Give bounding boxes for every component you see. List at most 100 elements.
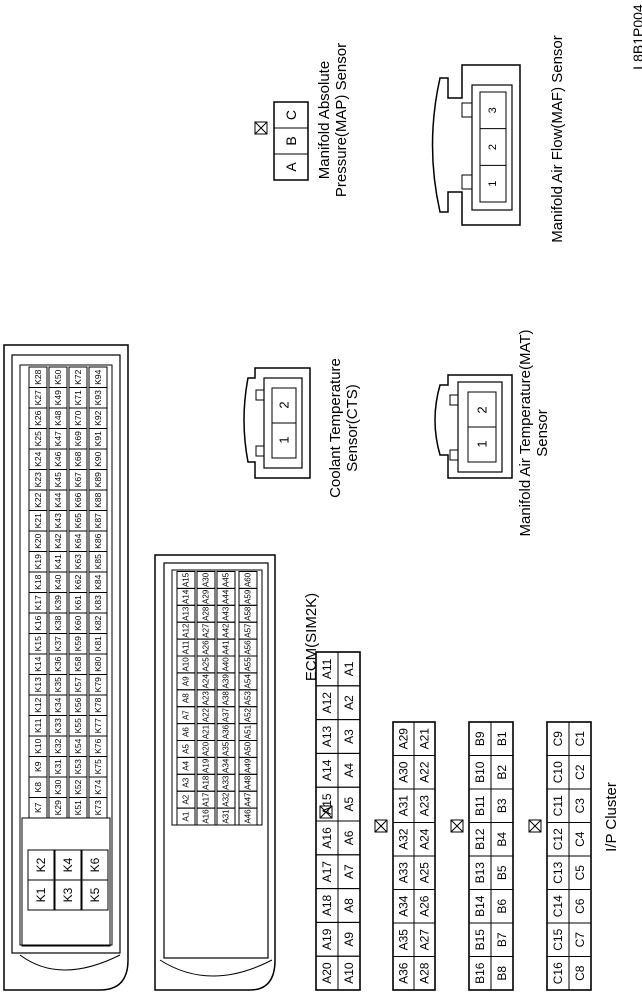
ecm-k-pin-label: K21 [33, 513, 43, 528]
ecm-a-pin-label: A33 [222, 775, 231, 790]
ecm-k-pin-label: K42 [53, 533, 63, 548]
connector-c-pin-label: C5 [573, 865, 587, 881]
connector-c-pin-label: C1 [573, 731, 587, 747]
ecm-a-pin-label: A6 [182, 727, 191, 737]
ecm-k-frame [11, 354, 121, 954]
connector-c-lock-mark-box [528, 819, 542, 833]
ecm-k-pin-label: K57 [73, 677, 83, 692]
ecm-a-pin-label: A16 [202, 809, 211, 824]
ecm-k-big-pin-label: K4 [61, 857, 75, 872]
ecm-k-pin-label: K44 [53, 492, 63, 507]
ecm-a-pin-label: A31 [222, 809, 231, 824]
ecm-k-housing [3, 344, 129, 991]
ecm-k-pin-label: K34 [53, 697, 63, 712]
ecm-k-pin-label: K75 [93, 759, 103, 774]
ecm-a-pin-label: A55 [244, 657, 253, 672]
ecm-k-pin-label: K82 [93, 615, 103, 630]
ecm-a-pin-label: A26 [202, 640, 211, 655]
ecm-k-pin-label: K66 [73, 492, 83, 507]
map-sensor-label: Manifold Absolute Pressure(MAP) Sensor [316, 40, 352, 200]
ecm-a-cell [196, 571, 216, 589]
map-lock-mark [254, 121, 268, 135]
ecm-k-pin-label: K25 [33, 431, 43, 446]
connector-a2-pin-label: A27 [418, 929, 432, 951]
mat-sensor-label-line1: Manifold Air Temperature(MAT) [517, 329, 534, 537]
ecm-k-pin-label: K9 [33, 761, 43, 772]
connector-a-lock-mark-box [319, 805, 333, 819]
ecm-a-pin-label: A9 [182, 676, 191, 686]
ecm-k-pin-label: K37 [53, 636, 63, 651]
connector-b-lock-mark [450, 819, 464, 833]
ecm-a-foot [159, 959, 273, 977]
connector-a-pin-label: A5 [342, 796, 356, 811]
ecm-a-pin-label: A20 [202, 741, 211, 756]
ecm-a-pin-label: A52 [244, 707, 253, 722]
connector-c-outline [546, 721, 592, 991]
ecm-a-pin-label: A51 [244, 724, 253, 739]
connector-a2-pin-label: A28 [418, 962, 432, 984]
ecm-a-pin-label: A60 [244, 572, 253, 587]
map-pin-label: C [283, 110, 299, 120]
connector-a2-pin-label: A23 [418, 795, 432, 817]
ecm-k-pin-label: K39 [53, 595, 63, 610]
ecm-a-pin-label: A39 [222, 674, 231, 689]
ecm-k-big-pin-label: K2 [34, 857, 48, 872]
ecm-k-pin-label: K30 [53, 779, 63, 794]
ecm-k-pin-label: K26 [33, 410, 43, 425]
ecm-k-pin-label: K78 [93, 697, 103, 712]
ecm-a-pin-label: A4 [182, 760, 191, 770]
ecm-a-pin-label: A57 [244, 623, 253, 638]
maf-pin-block [479, 91, 507, 203]
connector-a2-lock-mark [374, 819, 388, 833]
ecm-k-pin-label: K91 [93, 431, 103, 446]
ecm-k-pin-label: K90 [93, 451, 103, 466]
ecm-a-pin-label: A45 [222, 572, 231, 587]
connector-a2-pin-label: A21 [418, 728, 432, 750]
connector-b-pin-label: B6 [495, 899, 509, 914]
connector-c-pin-label: C11 [551, 795, 565, 816]
ecm-k-pin-label: K47 [53, 431, 63, 446]
mat-pin-label: 2 [475, 406, 490, 413]
ecm-a-pin-label: A29 [202, 589, 211, 604]
cts-latch-bottom [255, 445, 265, 457]
connector-b-pin-label: B11 [473, 795, 487, 816]
ecm-k-big-pin-label: K1 [34, 887, 48, 902]
ecm-a-pin-label: A2 [182, 794, 191, 804]
ecm-k-pin-label: K51 [73, 800, 83, 815]
ecm-a-pin-label: A35 [222, 741, 231, 756]
cts-pin-label: 1 [277, 436, 292, 443]
ecm-a-pin-label: A41 [222, 640, 231, 655]
ecm-k-pin-label: K84 [93, 574, 103, 589]
maf-connector-inner [471, 84, 513, 211]
ecm-a-pin-label: A32 [222, 792, 231, 807]
ecm-k-big-cell [81, 849, 109, 881]
connector-b-pin-label: B15 [473, 929, 487, 951]
cts-pin-label: 2 [277, 401, 292, 408]
ecm-k-pin-label: K10 [33, 738, 43, 753]
connector-b-pin-label: B1 [495, 731, 509, 746]
map-lock-mark-box [254, 121, 268, 135]
ecm-a-pin-label: A44 [222, 589, 231, 604]
ecm-k-pin-label: K74 [93, 779, 103, 794]
ecm-a-pin-label: A27 [202, 623, 211, 638]
ecm-k-big-pin-label: K6 [88, 857, 102, 872]
mat-pin-label: 1 [475, 440, 490, 447]
map-pin-label: A [283, 162, 299, 172]
ecm-a-pin-label: A5 [182, 744, 191, 754]
ecm-k-pin-label: K64 [73, 533, 83, 548]
cts-sensor-label-line1: Coolant Temperature [327, 358, 344, 498]
connector-a-pin-label: A10 [342, 962, 356, 984]
ecm-a-pin-label: A22 [202, 707, 211, 722]
connector-c-pin-label: C13 [551, 861, 565, 883]
connector-a-pin-label: A17 [320, 861, 334, 883]
ecm-k-pin-label: K83 [93, 595, 103, 610]
ecm-k-pin-label: K12 [33, 697, 43, 712]
ecm-a-pin-label: A53 [244, 691, 253, 706]
ecm-k-pin-label: K85 [93, 554, 103, 569]
ecm-k-pin-label: K23 [33, 472, 43, 487]
ecm-k-pin-label: K76 [93, 738, 103, 753]
connector-c-pin-label: C16 [551, 962, 565, 984]
connector-a-pin-label: A9 [342, 932, 356, 947]
ecm-a-pin-label: A3 [182, 777, 191, 787]
